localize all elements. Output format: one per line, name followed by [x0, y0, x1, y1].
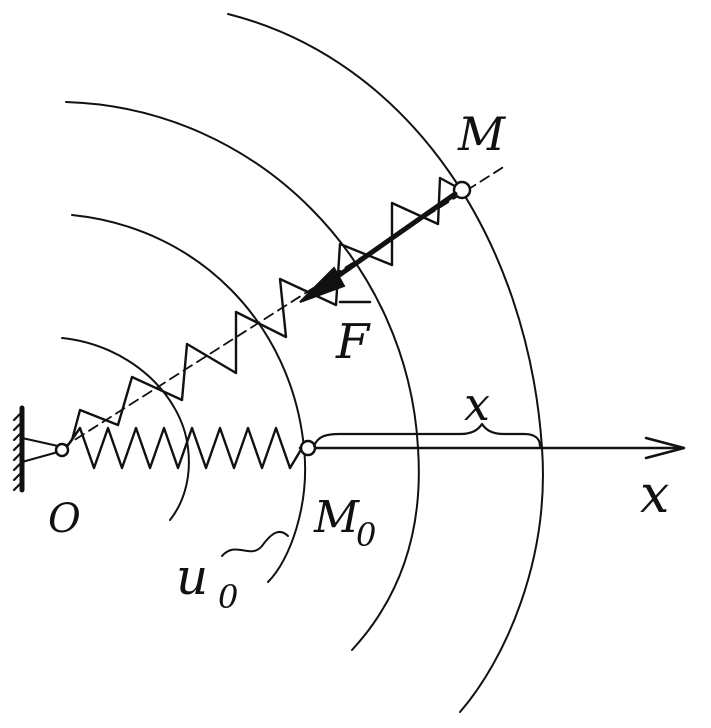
point-m0 — [299, 439, 317, 457]
label-displacement: x — [464, 377, 490, 431]
x-axis — [298, 436, 686, 460]
label-point-m0-subscript: 0 — [356, 516, 376, 554]
force-vector — [299, 191, 458, 303]
point-m — [452, 180, 472, 200]
label-force-text: F — [335, 314, 371, 370]
point-o — [54, 442, 70, 458]
equipotential-arc-4 — [227, 13, 544, 713]
fixed-wall — [12, 405, 59, 493]
displacement-brace — [312, 422, 542, 448]
label-force: F — [335, 300, 372, 370]
spring-stretched — [70, 176, 464, 442]
equipotential-arcs — [61, 13, 544, 713]
equipotential-arc-1 — [61, 337, 190, 521]
label-point-m0-main: M — [313, 492, 360, 543]
label-axis-x: x — [640, 465, 669, 525]
label-potential-main: u — [176, 548, 208, 606]
equipotential-arc-3 — [65, 101, 420, 651]
label-potential: u 0 — [176, 548, 238, 616]
label-origin: O — [48, 496, 81, 542]
spring-rest — [64, 426, 304, 470]
equipotential-arc-2 — [71, 214, 307, 583]
label-point-m: M — [457, 107, 507, 161]
potential-leader — [221, 530, 289, 557]
label-potential-subscript: 0 — [218, 578, 238, 616]
label-point-m0: M 0 — [313, 492, 376, 554]
